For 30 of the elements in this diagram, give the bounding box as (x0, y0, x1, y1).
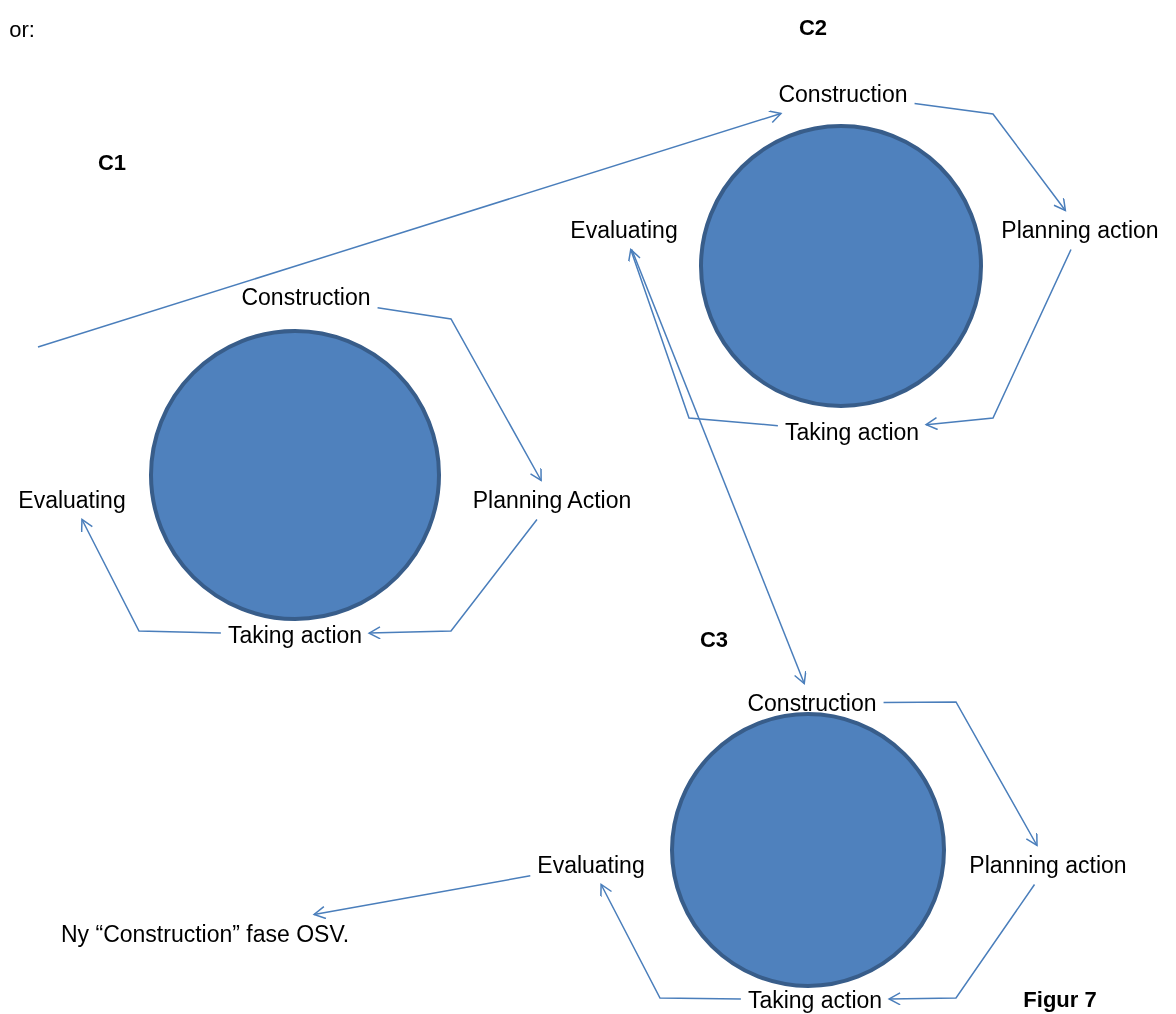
step-label: Planning Action (469, 484, 635, 516)
note-text: or: (9, 17, 35, 43)
arrow (925, 248, 1072, 431)
arrow (368, 518, 538, 640)
arrow (627, 248, 779, 427)
step-label: Taking action (224, 619, 366, 651)
step-label: Planning action (966, 849, 1130, 881)
step-label: Construction (744, 687, 880, 719)
arrow (888, 883, 1036, 1006)
cycle-heading: Figur 7 (1023, 987, 1097, 1013)
step-label: Ny “Construction” fase OSV. (58, 918, 352, 950)
cycle-heading: C3 (699, 627, 729, 653)
step-label: Evaluating (534, 849, 648, 881)
step-label: Taking action (781, 416, 923, 448)
cycle-heading: C1 (97, 150, 127, 176)
step-label: Taking action (744, 984, 886, 1014)
arrow (600, 883, 742, 1000)
arrow (80, 518, 222, 634)
arrow (37, 110, 782, 348)
arrow (631, 248, 807, 685)
step-label: Evaluating (567, 214, 681, 246)
arrow (376, 307, 542, 482)
step-label: Planning action (998, 214, 1162, 246)
step-label: Construction (238, 281, 374, 313)
arrow (882, 701, 1038, 847)
step-label: Construction (775, 78, 911, 110)
arrow (913, 102, 1067, 212)
arrow (313, 875, 532, 920)
step-label: Evaluating (15, 484, 129, 516)
cycle-heading: C2 (798, 15, 828, 41)
